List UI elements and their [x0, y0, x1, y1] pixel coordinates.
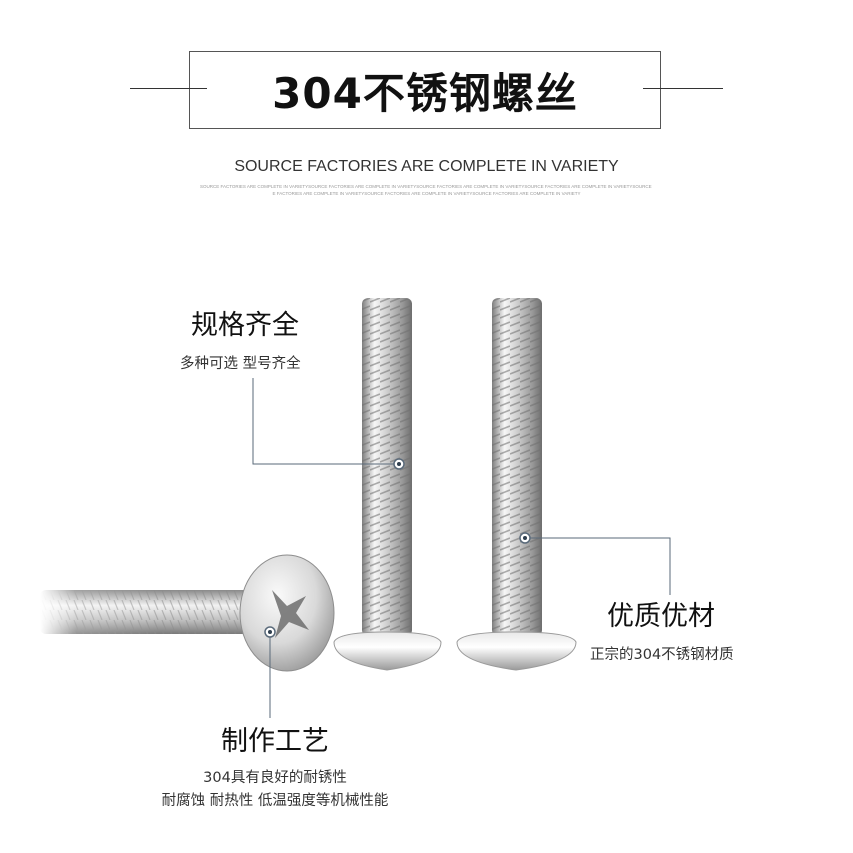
subtitle-fine-print-2: E FACTORIES ARE COMPLETE IN VARIETYSOURC… [272, 191, 581, 196]
title-box: 304不锈钢螺丝 [189, 51, 661, 129]
leader-line-material [519, 532, 671, 595]
title-right-rule [643, 88, 723, 89]
feature-material-title: 优质优材 [607, 601, 715, 632]
feature-craft-title: 制作工艺 [221, 726, 329, 757]
feature-material-desc: 正宗的304不锈钢材质 [590, 647, 734, 663]
feature-craft-desc-line1: 304具有良好的耐锈性 [203, 770, 347, 786]
leader-line-craft [264, 626, 276, 718]
screw-upright-right [456, 298, 577, 671]
subtitle-fine-print-1: SOURCE FACTORIES ARE COMPLETE IN VARIETY… [200, 184, 653, 189]
page-title: 304不锈钢螺丝 [272, 68, 578, 118]
title-left-rule [130, 88, 207, 89]
feature-specs-title: 规格齐全 [191, 310, 299, 341]
screw-lying [40, 554, 335, 672]
feature-specs-desc: 多种可选 型号齐全 [180, 356, 301, 372]
leader-line-specs [252, 378, 405, 470]
feature-craft-desc-line2: 耐腐蚀 耐热性 低温强度等机械性能 [161, 793, 389, 809]
subtitle: SOURCE FACTORIES ARE COMPLETE IN VARIETY [234, 158, 619, 175]
screw-upright-left [333, 298, 442, 671]
